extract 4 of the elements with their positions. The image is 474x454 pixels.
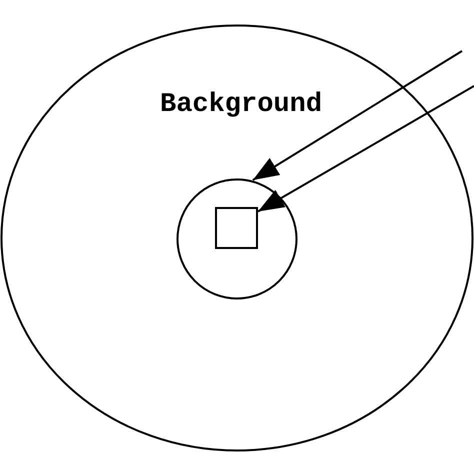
square	[215, 207, 258, 249]
background-label: Background	[160, 90, 322, 120]
arrow	[252, 50, 463, 181]
arrow	[258, 85, 474, 212]
